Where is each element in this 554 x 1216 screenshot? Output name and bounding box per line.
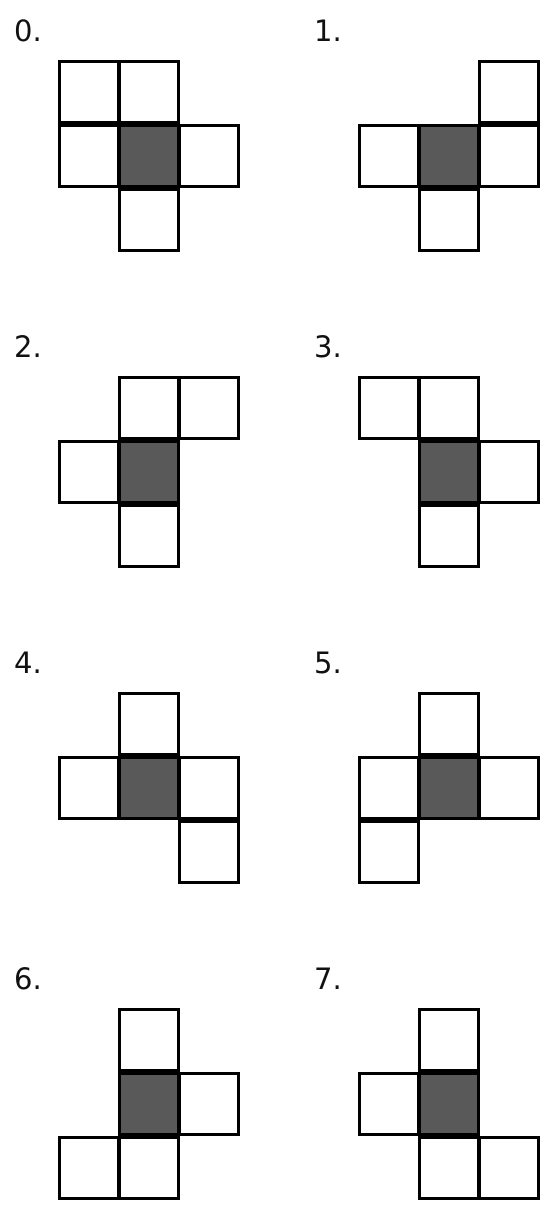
outline-cell bbox=[58, 440, 120, 504]
outline-cell bbox=[418, 692, 480, 756]
figure-label: 4. bbox=[14, 646, 42, 680]
outline-cell bbox=[358, 124, 420, 188]
outline-cell bbox=[58, 124, 120, 188]
outline-cell bbox=[118, 504, 180, 568]
outline-cell bbox=[178, 820, 240, 884]
outline-cell bbox=[178, 124, 240, 188]
figure-label: 0. bbox=[14, 14, 42, 48]
outline-cell bbox=[418, 188, 480, 252]
center-cell bbox=[118, 440, 180, 504]
figure-label: 7. bbox=[314, 962, 342, 996]
outline-cell bbox=[178, 756, 240, 820]
center-cell bbox=[118, 1072, 180, 1136]
figure-label: 6. bbox=[14, 962, 42, 996]
outline-cell bbox=[118, 1008, 180, 1072]
center-cell bbox=[118, 124, 180, 188]
outline-cell bbox=[478, 440, 540, 504]
outline-cell bbox=[58, 1136, 120, 1200]
outline-cell bbox=[358, 376, 420, 440]
outline-cell bbox=[178, 1072, 240, 1136]
center-cell bbox=[118, 756, 180, 820]
outline-cell bbox=[478, 60, 540, 124]
center-cell bbox=[418, 440, 480, 504]
outline-cell bbox=[358, 1072, 420, 1136]
outline-cell bbox=[478, 124, 540, 188]
outline-cell bbox=[58, 60, 120, 124]
outline-cell bbox=[118, 376, 180, 440]
outline-cell bbox=[178, 376, 240, 440]
outline-cell bbox=[478, 756, 540, 820]
outline-cell bbox=[118, 692, 180, 756]
center-cell bbox=[418, 1072, 480, 1136]
figure-label: 3. bbox=[314, 330, 342, 364]
outline-cell bbox=[478, 1136, 540, 1200]
center-cell bbox=[418, 756, 480, 820]
outline-cell bbox=[358, 756, 420, 820]
outline-cell bbox=[118, 60, 180, 124]
outline-cell bbox=[418, 376, 480, 440]
outline-cell bbox=[418, 1008, 480, 1072]
outline-cell bbox=[418, 1136, 480, 1200]
outline-cell bbox=[358, 820, 420, 884]
figure-label: 1. bbox=[314, 14, 342, 48]
center-cell bbox=[418, 124, 480, 188]
outline-cell bbox=[118, 1136, 180, 1200]
outline-cell bbox=[118, 188, 180, 252]
outline-cell bbox=[58, 756, 120, 820]
figure-label: 5. bbox=[314, 646, 342, 680]
outline-cell bbox=[418, 504, 480, 568]
figure-label: 2. bbox=[14, 330, 42, 364]
